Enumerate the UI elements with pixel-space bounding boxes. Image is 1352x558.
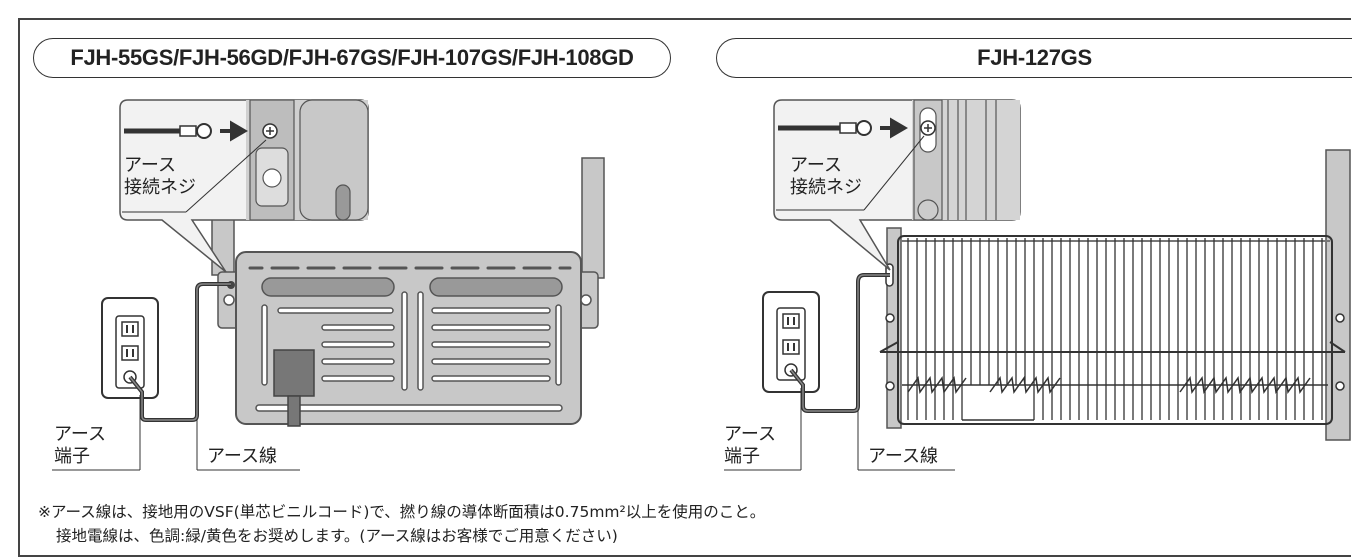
left-callout: [119, 99, 369, 273]
right-model-title: FJH-127GS: [716, 38, 1352, 78]
right-wire-label: アース線: [868, 446, 939, 467]
left-earth-outlet: [101, 297, 159, 399]
left-heater-unit: [217, 251, 599, 427]
note-line-2: 接地電線は、色調:緑/黄色をお奨めします。(アース線はお客様でご用意ください): [56, 527, 618, 545]
left-wire-label: アース線: [207, 446, 278, 467]
left-model-title: FJH-55GS/FJH-56GD/FJH-67GS/FJH-107GS/FJH…: [33, 38, 671, 78]
right-terminal-label-1: アース: [724, 424, 777, 445]
right-callout: [773, 99, 1021, 271]
diagram-frame: [18, 18, 1351, 557]
left-terminal-label-2: 端子: [54, 446, 90, 467]
right-wire-rack: [879, 235, 1346, 425]
left-callout-label-1: アース: [124, 155, 177, 176]
left-terminal-label-1: アース: [54, 424, 107, 445]
note-line-1: ※アース線は、接地用のVSF(単芯ビニルコード)で、撚り線の導体断面積は0.75…: [38, 503, 766, 521]
left-callout-label-2: 接続ネジ: [124, 177, 196, 198]
right-earth-outlet: [762, 291, 820, 393]
right-callout-label-2: 接続ネジ: [790, 177, 862, 198]
right-terminal-label-2: 端子: [724, 446, 760, 467]
right-callout-label-1: アース: [790, 155, 843, 176]
